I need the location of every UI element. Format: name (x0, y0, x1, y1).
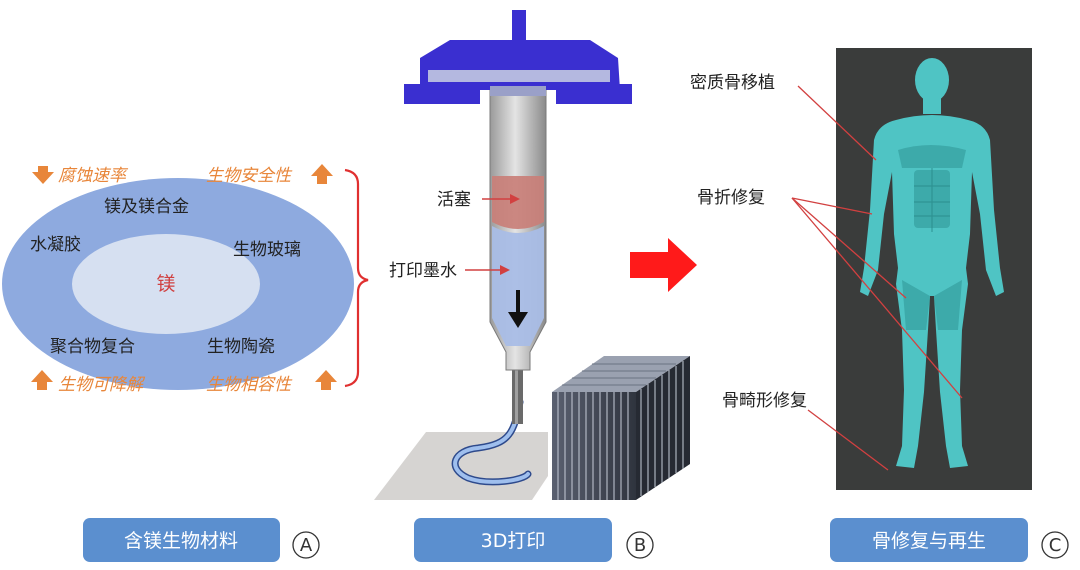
panel-a: 镁 镁及镁合金 水凝胶 生物玻璃 聚合物复合 生物陶瓷 腐蚀速率 生物安全性 生… (2, 164, 369, 562)
cap-top-nozzle (512, 10, 526, 42)
material-bioceramic: 生物陶瓷 (207, 337, 275, 357)
arrow-down-icon (32, 166, 54, 184)
marker-b (626, 531, 654, 559)
piston-label: 活塞 (437, 190, 471, 210)
material-hydrogel: 水凝胶 (30, 235, 81, 255)
human-body (860, 58, 1004, 468)
arrow-up-icon (315, 370, 337, 390)
material-polymer-composite: 聚合物复合 (50, 337, 135, 357)
caption-b-label: 3D打印 (481, 530, 546, 552)
label-fracture-repair: 骨折修复 (697, 188, 765, 208)
syringe-cap (420, 40, 620, 90)
marker-c-label: C (1049, 535, 1062, 556)
label-compact-bone-graft: 密质骨移植 (690, 73, 775, 93)
ink-leader-arrow (500, 265, 510, 275)
property-biocompatible: 生物相容性 (206, 375, 293, 395)
ink (492, 226, 544, 346)
cap-flange-left (404, 84, 480, 104)
print-bed (374, 432, 548, 500)
property-biodegradable: 生物可降解 (58, 375, 146, 395)
label-bone-deformity-repair: 骨畸形修复 (722, 391, 807, 411)
caption-button-c (830, 518, 1028, 562)
cap-flange-right (556, 84, 632, 104)
needle-shine (515, 364, 518, 424)
ink-label: 打印墨水 (389, 261, 457, 281)
panel-c: 密质骨移植 骨折修复 骨畸形修复 骨修复与再生 C (690, 48, 1069, 562)
core-label: 镁 (156, 273, 175, 295)
arrow-up-icon (311, 164, 333, 184)
panel-b: 活塞 打印墨水 (374, 10, 690, 562)
cap-inner-top (490, 86, 546, 96)
caption-c-label: 骨修复与再生 (872, 530, 986, 552)
arrow-up-icon (31, 370, 53, 390)
printed-scaffold-cube (552, 356, 690, 500)
leader-fracture-repair-1 (791, 197, 873, 215)
arrowhead-icon (508, 312, 528, 328)
marker-a-label: A (300, 535, 313, 556)
marker-c (1041, 531, 1069, 559)
leader-compact-bone-graft (797, 85, 877, 161)
marker-b-label: B (634, 535, 646, 556)
inner-ellipse (72, 234, 260, 334)
caption-button-a (83, 518, 280, 562)
piston (492, 176, 544, 229)
printed-filament-highlight (453, 400, 530, 484)
cap-window (428, 70, 610, 82)
leader-fracture-repair-2 (791, 197, 907, 299)
material-mg-alloy: 镁及镁合金 (104, 197, 189, 217)
material-bioglass: 生物玻璃 (233, 240, 301, 260)
bracket (344, 168, 369, 388)
leader-bone-deformity-repair (807, 409, 889, 471)
leader-fracture-repair-3 (791, 197, 963, 399)
piston-leader-arrow (510, 194, 520, 204)
marker-a (292, 531, 320, 559)
caption-a-label: 含镁生物材料 (124, 530, 238, 552)
property-biosafety: 生物安全性 (206, 166, 293, 186)
transition-arrow-icon (630, 238, 697, 292)
caption-button-b (414, 518, 612, 562)
property-corrosion-rate: 腐蚀速率 (58, 166, 129, 186)
